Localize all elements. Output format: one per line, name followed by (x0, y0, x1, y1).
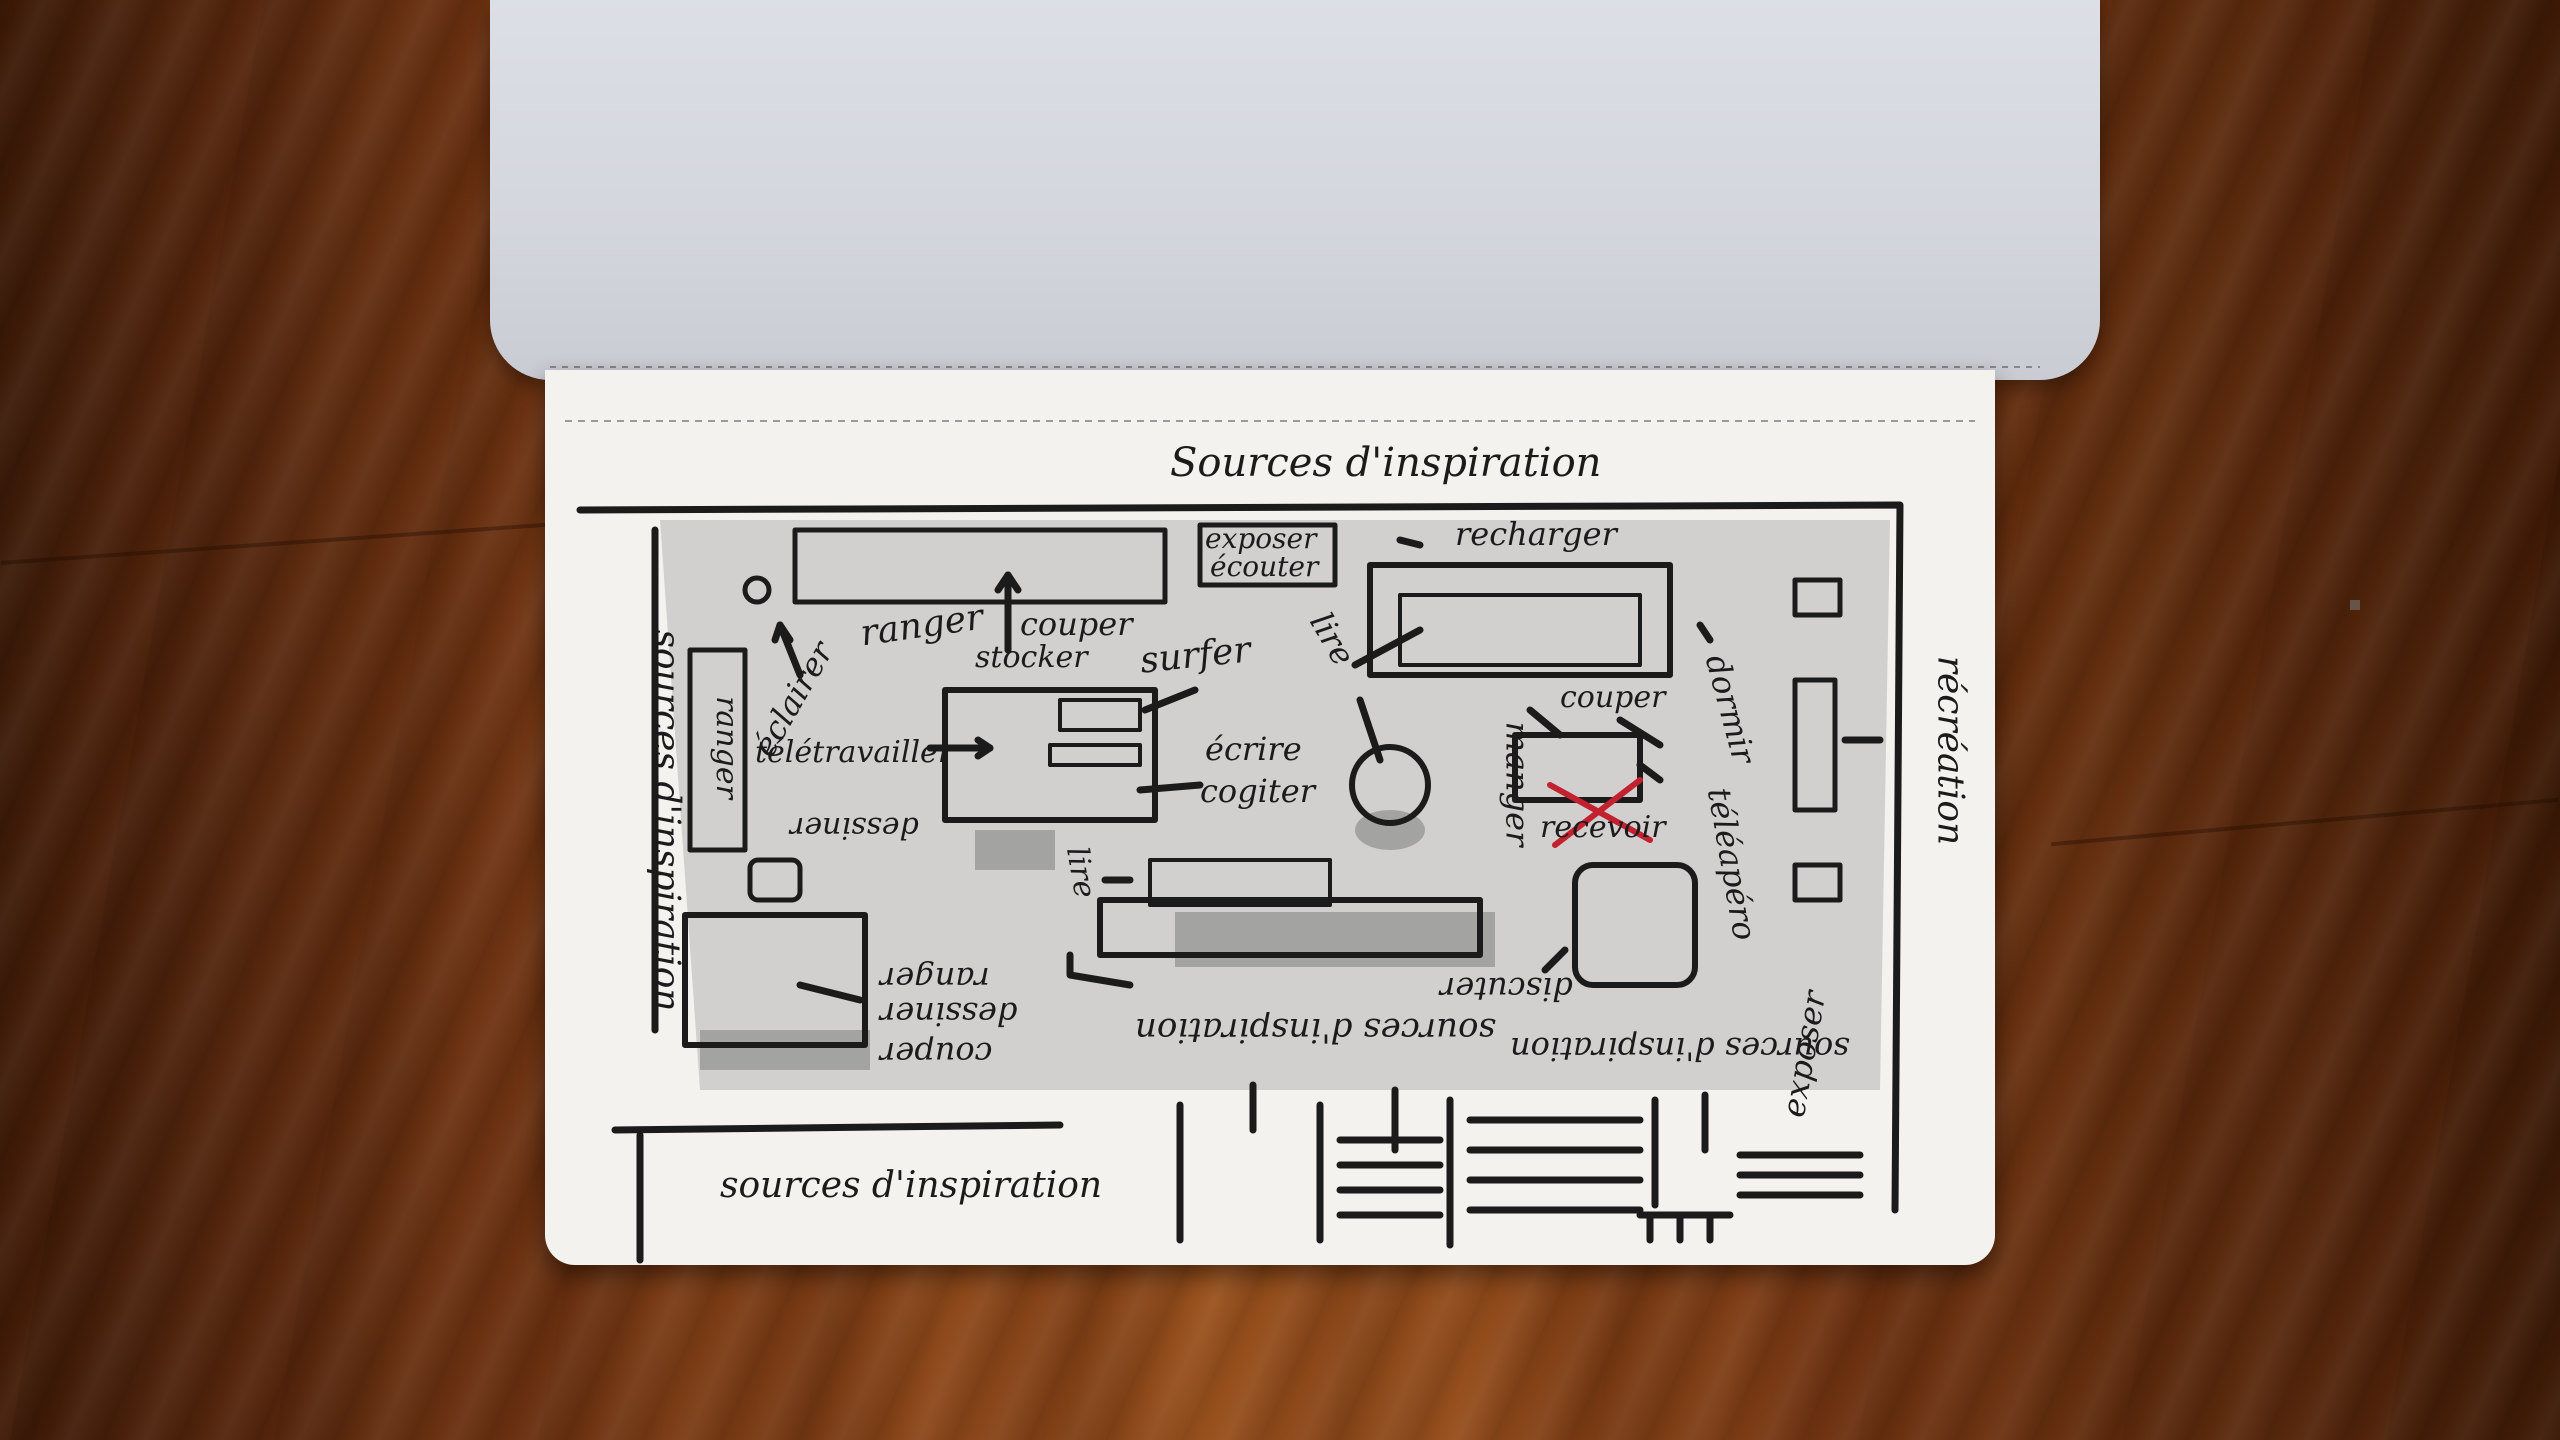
label-ranger-left: ranger (708, 696, 744, 799)
label-sources-top: Sources d'inspiration (1170, 440, 1602, 486)
label-sources-bottom: sources d'inspiration (720, 1165, 1103, 1206)
label-stocker: stocker (975, 640, 1088, 675)
label-recharger: recharger (1455, 515, 1617, 553)
label-ecouter: écouter (1210, 550, 1319, 583)
label-sources-center: sources d'inspiration (1135, 1010, 1496, 1050)
label-dessiner-bottom: dessiner (880, 995, 1018, 1033)
label-recevoir: recevoir (1540, 810, 1666, 845)
label-manger: manger (1498, 721, 1537, 847)
notebook-top-page (490, 0, 2100, 380)
label-sources-left: sources d'inspiration (645, 629, 687, 1012)
label-ecrire: écrire (1205, 730, 1302, 768)
label-couper-right: couper (1560, 680, 1666, 715)
label-ranger-bottom: ranger (880, 960, 990, 998)
label-dessiner-mid: dessiner (790, 810, 919, 845)
label-recreation: récréation (1929, 655, 1971, 846)
label-teletravailler: télétravailler (755, 735, 953, 770)
label-exposer: exposer (1205, 522, 1317, 555)
label-discuter: discuter (1440, 970, 1573, 1008)
label-cogiter: cogiter (1200, 772, 1315, 810)
label-couper-bottom: couper (880, 1035, 993, 1073)
label-couper-top: couper (1020, 605, 1133, 643)
